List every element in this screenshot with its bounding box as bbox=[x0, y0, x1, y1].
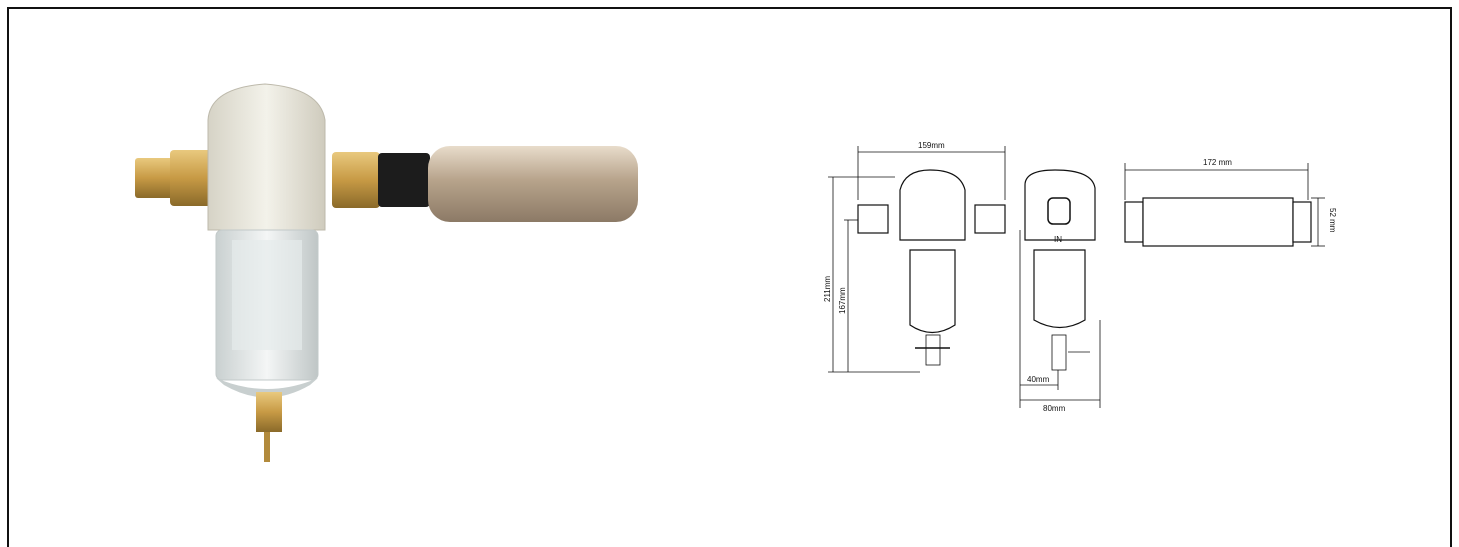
label-width-total: 159mm bbox=[918, 141, 945, 150]
left-union-nut bbox=[170, 150, 212, 206]
cartridge-body bbox=[428, 146, 638, 222]
label-height-total: 211mm bbox=[823, 276, 832, 302]
black-connector bbox=[378, 153, 430, 207]
label-cartridge-length: 172 mm bbox=[1203, 158, 1232, 167]
label-cartridge-diameter: 52 mm bbox=[1328, 208, 1337, 233]
technical-drawing: 159mm 211mm 167mm IN 40mm 80mm 172 mm 52… bbox=[823, 141, 1337, 413]
label-height-body: 167mm bbox=[838, 287, 847, 314]
bowl-bottom bbox=[216, 378, 318, 398]
label-depth-total: 80mm bbox=[1043, 404, 1066, 413]
filter-mesh bbox=[232, 240, 302, 350]
filter-product-photo bbox=[135, 83, 638, 462]
left-brass-fitting bbox=[135, 158, 175, 198]
right-union-nut bbox=[332, 152, 380, 208]
label-inlet-mark: IN bbox=[1054, 235, 1062, 244]
housing-cap bbox=[207, 83, 326, 231]
label-depth-half: 40mm bbox=[1027, 375, 1050, 384]
drain-valve bbox=[256, 392, 282, 432]
figure-frame bbox=[7, 7, 1452, 547]
drain-tap bbox=[264, 432, 270, 462]
